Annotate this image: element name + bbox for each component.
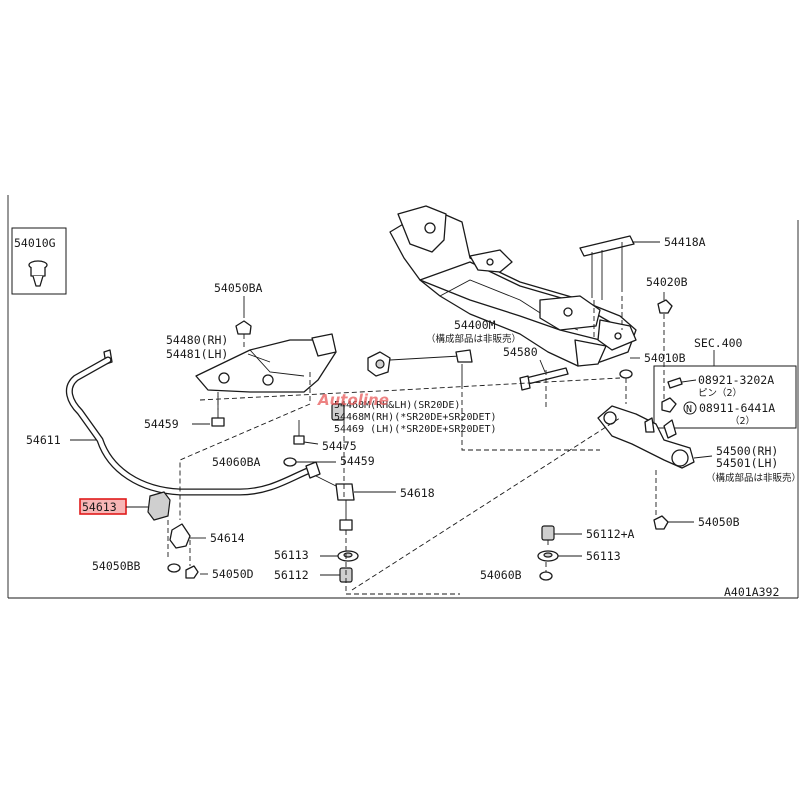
link-rod-upper-icon — [367, 349, 473, 384]
label-08911: 08911-6441A — [699, 401, 775, 415]
label-54418a: 54418A — [664, 235, 706, 249]
label-54050bb: 54050BB — [92, 559, 141, 573]
pin-08921-icon — [667, 377, 683, 389]
label-08921-note: ピン（2） — [698, 387, 742, 399]
label-56113-left: 56113 — [274, 548, 309, 562]
label-54459-lower: 54459 — [340, 454, 375, 468]
label-54611: 54611 — [26, 433, 61, 447]
label-54400m-note: （構成部品は非販売） — [426, 333, 521, 345]
nut-54050ba-icon — [235, 320, 252, 335]
crossmember-54400m-icon — [389, 205, 637, 367]
label-54500: 54500(RH) — [716, 444, 778, 458]
bolt-54459-upper-icon — [211, 396, 225, 427]
label-54010g: 54010G — [14, 236, 56, 250]
label-56113-right: 56113 — [586, 549, 621, 563]
label-54475: 54475 — [322, 439, 357, 453]
label-54050b: 54050B — [698, 515, 740, 529]
bolt-54580-icon — [519, 367, 569, 391]
frame-lines — [7, 195, 799, 599]
label-56112a: 56112+A — [586, 527, 635, 541]
inset-54010g: 54010G — [11, 227, 67, 295]
label-54580: 54580 — [503, 345, 538, 359]
highlight-54613 — [79, 498, 127, 515]
nut-54050b-icon — [653, 515, 669, 530]
label-54050ba: 54050BA — [214, 281, 263, 295]
nut-54060ba-icon — [283, 457, 297, 467]
label-54010b: 54010B — [644, 351, 686, 365]
label-54481: 54481(LH) — [166, 347, 228, 361]
label-54060b: 54060B — [480, 568, 522, 582]
label-54501: 54501(LH) — [716, 456, 778, 470]
nut-54050bb-icon — [167, 563, 181, 573]
label-54500-note: （構成部品は非販売） — [706, 472, 800, 484]
label-54459-upper: 54459 — [144, 417, 179, 431]
nut-54060b-icon — [539, 571, 553, 581]
label-54613: 54613 — [82, 500, 117, 514]
label-56112: 56112 — [274, 568, 309, 582]
sec400-box: SEC.400 08921-3202A ピン（2） N 08911-6441A … — [653, 336, 797, 429]
label-54614: 54614 — [210, 531, 245, 545]
label-54480: 54480(RH) — [166, 333, 228, 347]
bracket-54480-icon — [195, 333, 337, 393]
watermark-logo: Autoline — [317, 391, 389, 409]
label-54468m-rh: 54468M(RH)(*SR20DE+SR20DET) — [334, 412, 497, 423]
clip-54010g-icon — [28, 260, 48, 287]
link-54618-icon — [315, 475, 355, 531]
stabilizer-bar-54611-icon — [65, 349, 321, 496]
label-54468m-rhlh: 54468M(RH&LH)(SR20DE) — [334, 400, 460, 411]
washer-54010b-icon — [619, 369, 633, 379]
label-08911-n: N — [686, 404, 692, 415]
label-sec400: SEC.400 — [694, 336, 743, 350]
washer-56113-left-icon — [337, 550, 359, 562]
label-54618: 54618 — [400, 486, 435, 500]
bolt-54475-icon — [293, 420, 305, 445]
label-54060ba: 54060BA — [212, 455, 261, 469]
washer-56113-right-icon — [537, 550, 559, 562]
assembly-dashed-lines — [167, 296, 665, 595]
label-54050d: 54050D — [212, 567, 254, 581]
nut-08911-icon — [661, 397, 677, 413]
label-08911-note: （2） — [730, 415, 755, 427]
nut-54050d-icon — [185, 565, 199, 579]
bushing-56112a-icon — [541, 525, 555, 541]
label-08921: 08921-3202A — [698, 373, 774, 387]
label-54020b: 54020B — [646, 275, 688, 289]
bushing-54613-icon — [147, 491, 171, 521]
label-54469: 54469 (LH)(*SR20DE+SR20DET) — [334, 424, 497, 435]
bushing-54468m-icon — [331, 403, 345, 421]
nut-54020b-icon — [657, 299, 673, 314]
bracket-54418a-icon — [579, 235, 635, 300]
diagram-code: A401A392 — [724, 585, 779, 599]
label-54400m: 54400M — [454, 318, 496, 332]
control-arm-54500-icon — [597, 405, 695, 469]
clamp-54614-icon — [169, 523, 191, 549]
